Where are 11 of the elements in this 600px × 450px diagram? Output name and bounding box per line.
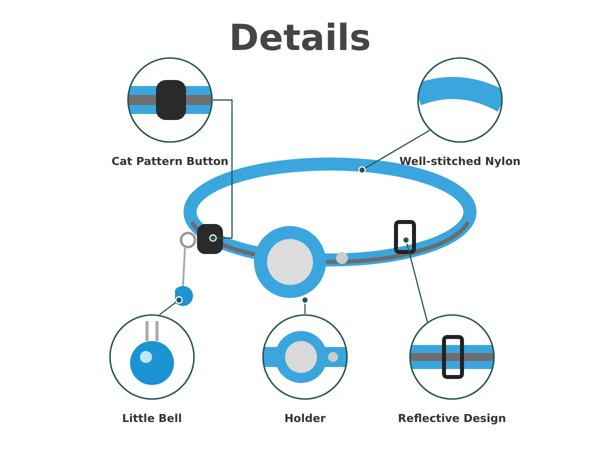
leader-line [159,296,183,316]
callout-label: Little Bell [122,412,182,425]
callout-label: Reflective Design [398,412,506,425]
title: Details [229,18,371,59]
leader-line [301,296,309,314]
leader-line [402,236,428,322]
callout-label: Cat Pattern Button [112,155,228,168]
leader-line [358,130,430,174]
callout-label: Holder [284,412,326,425]
callout-label: Well-stitched Nylon [399,155,521,168]
leader-line [209,99,233,242]
